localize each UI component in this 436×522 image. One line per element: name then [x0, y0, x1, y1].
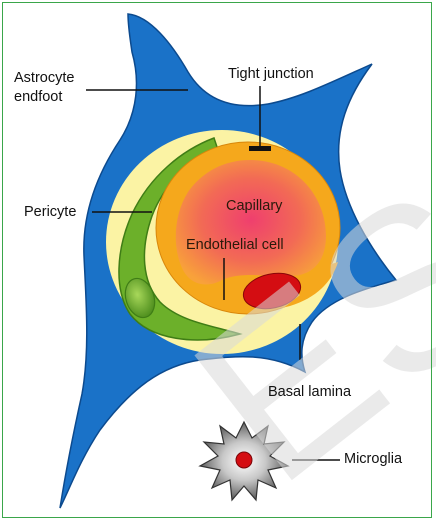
astrocyte-endfoot-label-line2: endfoot	[14, 89, 62, 106]
basal-lamina-label: Basal lamina	[268, 384, 351, 401]
microglia-label: Microglia	[344, 451, 402, 468]
pericyte-label: Pericyte	[24, 204, 76, 221]
tight-junction-label: Tight junction	[228, 66, 314, 83]
capillary-label: Capillary	[226, 198, 282, 215]
astrocyte-endfoot-label-line1: Astrocyte	[14, 70, 74, 87]
tight-junction-marker	[249, 146, 271, 151]
endothelial-cell-label: Endothelial cell	[186, 237, 284, 254]
